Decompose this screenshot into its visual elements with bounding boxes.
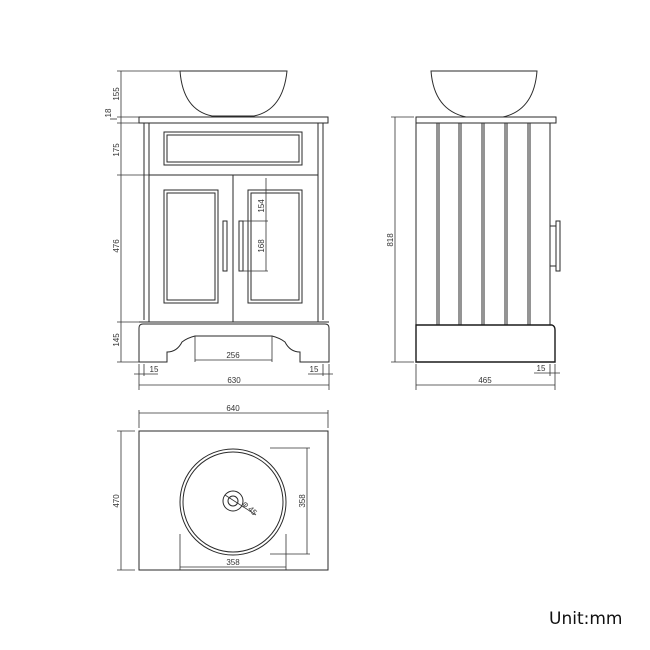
dim-plinth-height: 145 <box>112 333 121 347</box>
dim-door-height: 476 <box>112 239 121 253</box>
dim-basin-diameter-y: 358 <box>298 494 307 508</box>
top-basin-inner <box>182 451 284 553</box>
dim-left-inset: 15 <box>150 365 159 374</box>
front-plinth <box>138 323 330 363</box>
top-waste-inner <box>227 495 239 507</box>
dim-top-width: 640 <box>226 404 240 413</box>
dim-depth: 465 <box>478 376 492 385</box>
side-plinth <box>415 324 556 363</box>
front-view: 154 168 155 18 175 476 145 256 15 15 630 <box>104 70 333 390</box>
front-countertop <box>138 116 329 124</box>
top-basin-outer <box>179 448 287 556</box>
dim-total-height: 818 <box>386 233 395 247</box>
dim-side-inset: 15 <box>537 364 546 373</box>
unit-label: Unit:mm <box>549 609 623 629</box>
dim-top-thickness: 18 <box>104 108 113 117</box>
front-drawer <box>163 131 303 166</box>
dim-drawer-height: 175 <box>112 143 121 157</box>
dim-basin-diameter-x: 358 <box>226 558 240 567</box>
handle-right <box>238 220 244 272</box>
dim-body-width: 630 <box>227 376 241 385</box>
top-waste-outer <box>222 490 244 512</box>
dim-top-depth: 470 <box>112 494 121 508</box>
side-view: 818 15 465 <box>386 70 561 390</box>
top-countertop <box>138 430 329 571</box>
side-countertop <box>415 116 557 124</box>
dim-handle-length: 168 <box>257 239 266 253</box>
side-basin <box>430 70 538 118</box>
dim-waste-diameter: φ 45 <box>241 499 259 517</box>
dim-right-inset: 15 <box>310 365 319 374</box>
side-handle <box>555 220 561 272</box>
dim-plinth-cutout: 256 <box>226 351 240 360</box>
dim-basin-height: 155 <box>112 87 121 101</box>
top-view: φ 45 640 470 358 358 <box>112 404 329 571</box>
front-basin <box>179 70 288 117</box>
dim-handle-offset: 154 <box>257 199 266 213</box>
handle-left <box>222 220 228 272</box>
